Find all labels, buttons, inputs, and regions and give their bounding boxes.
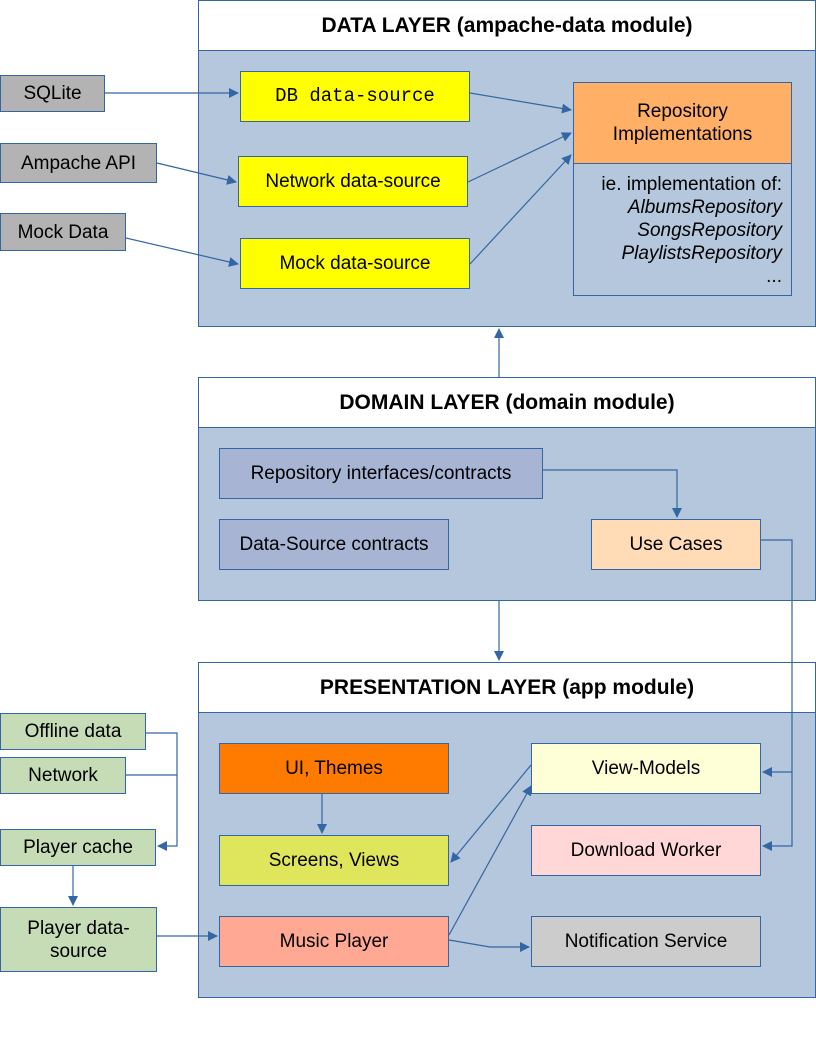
notification-service-box: Notification Service (531, 916, 761, 967)
ui-themes-box: UI, Themes (219, 743, 449, 794)
repo-impl-item: SongsRepository (637, 220, 782, 241)
repo-impl-item: PlaylistsRepository (621, 243, 783, 264)
interfaces-to-usecases-arrow (543, 469, 682, 518)
player-cache-box: Player cache (0, 829, 156, 866)
repo-impl-ellipsis: ... (766, 266, 782, 287)
player-datasource-box: Player data-source (0, 907, 157, 972)
player-to-notification-arrow (448, 939, 530, 952)
download-worker-box: Download Worker (531, 825, 761, 876)
usecases-to-downloadworker-arrow (761, 539, 793, 851)
network-box: Network (0, 757, 126, 794)
player-to-viewmodels-arrow (448, 785, 532, 936)
use-cases-box: Use Cases (591, 519, 761, 570)
sqlite-box: SQLite (0, 75, 105, 112)
db-datasource-box: DB data-source (240, 71, 470, 122)
mock-datasource-box: Mock data-source (240, 238, 470, 289)
ampache-api-box: Ampache API (0, 143, 157, 183)
repository-implementations-box: Repository Implementations (573, 82, 792, 164)
music-player-box: Music Player (219, 916, 449, 967)
db-to-repo-arrow (469, 92, 572, 114)
mock-to-mocksource-arrow (125, 237, 239, 267)
viewmodels-to-screens-arrow (450, 764, 532, 863)
offline-data-box: Offline data (0, 713, 146, 750)
data-layer-title: DATA LAYER (ampache-data module) (199, 1, 815, 51)
repository-interfaces-box: Repository interfaces/contracts (219, 448, 543, 499)
view-models-box: View-Models (531, 743, 761, 794)
repository-implementations-list: ie. implementation of: AlbumsRepository … (573, 163, 792, 296)
offline-to-cache-connector (146, 732, 178, 851)
api-to-network-arrow (156, 162, 237, 185)
network-to-repo-arrow (467, 132, 572, 183)
presentation-layer-title: PRESENTATION LAYER (app module) (199, 663, 815, 713)
network-datasource-box: Network data-source (238, 156, 468, 207)
repo-impl-intro: ie. implementation of: (601, 174, 782, 195)
datasource-contracts-box: Data-Source contracts (219, 519, 449, 570)
domain-layer-title: DOMAIN LAYER (domain module) (199, 378, 815, 428)
repo-impl-item: AlbumsRepository (627, 197, 782, 218)
screens-views-box: Screens, Views (219, 835, 449, 886)
mock-to-repo-arrow (469, 154, 572, 265)
mock-data-box: Mock Data (0, 213, 126, 251)
